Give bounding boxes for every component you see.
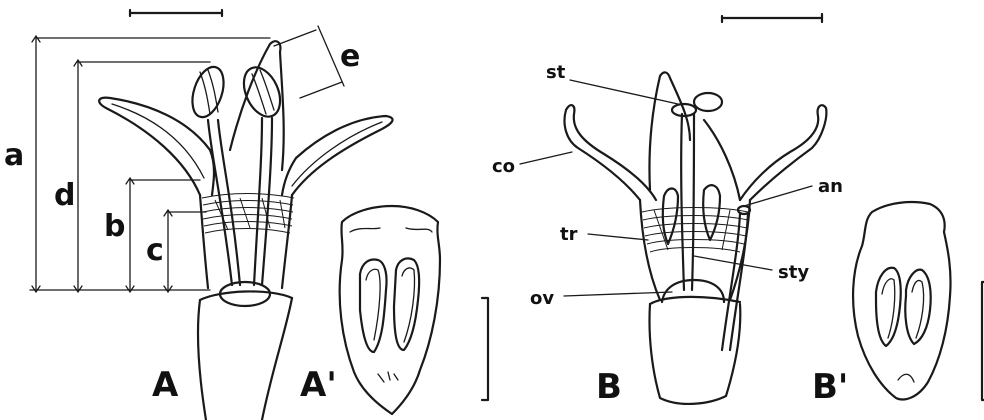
pedicel-a: [198, 298, 292, 420]
label-a: a: [4, 138, 24, 173]
label-d: d: [54, 178, 75, 213]
trichome-band-a: [202, 194, 294, 234]
label-co: co: [492, 156, 515, 177]
style-b: [681, 114, 694, 290]
label-sty: sty: [778, 262, 809, 283]
label-st: st: [546, 62, 566, 83]
label-c: c: [146, 233, 164, 268]
leader-co: [520, 152, 572, 164]
corolla-lobe-left-b: [565, 105, 657, 200]
anther-b: [663, 185, 720, 244]
label-an: an: [818, 176, 843, 197]
label-b: b: [104, 209, 125, 244]
scale-bar-a: [130, 10, 222, 16]
leader-ov: [564, 292, 672, 296]
anther-left-a: [187, 63, 230, 121]
locule-right-b-prime: [905, 270, 930, 344]
ovary-section-a-prime: A': [300, 206, 488, 414]
corolla-lobe-right-a: [282, 116, 393, 195]
panel-label-b: B: [596, 367, 622, 407]
leader-tr: [588, 234, 648, 240]
panel-label-a: A: [152, 365, 179, 405]
corolla-lobe-back-b: [649, 72, 690, 190]
panel-label-b-prime: B': [812, 367, 848, 407]
flower-a-drawing: a d b c e A: [4, 10, 393, 420]
dimension-e-line: [274, 26, 344, 98]
ovary-section-b-prime: B': [812, 202, 984, 407]
leader-st: [570, 80, 678, 104]
dimension-c-line: [164, 210, 206, 292]
trichome-band-b: [642, 208, 748, 253]
scale-bar-a-prime: [482, 298, 488, 400]
locule-right-a-prime: [394, 258, 419, 350]
label-ov: ov: [530, 288, 554, 309]
panel-label-a-prime: A': [300, 365, 337, 405]
label-e: e: [340, 39, 360, 74]
corolla-lobe-right-b: [740, 105, 826, 200]
anther-right-a: [237, 62, 287, 123]
label-tr: tr: [560, 224, 578, 245]
locule-left-b-prime: [876, 268, 901, 346]
corolla-lobe-back-a: [230, 41, 284, 170]
locule-left-a-prime: [360, 260, 387, 352]
flower-b-drawing: st co an tr sty ov B: [492, 14, 843, 407]
filament-left-a: [208, 120, 240, 285]
scale-bar-b: [722, 14, 822, 22]
